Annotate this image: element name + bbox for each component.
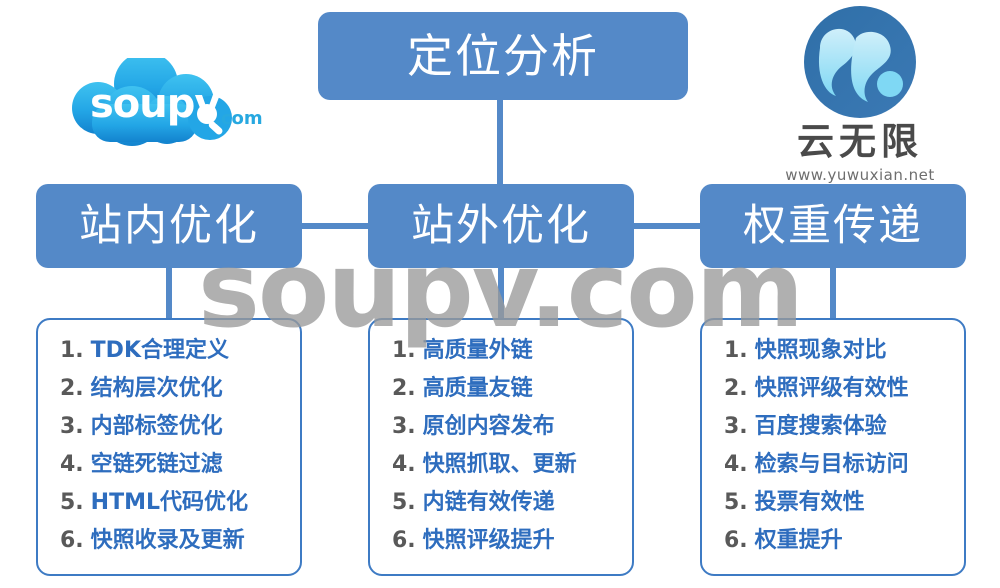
connector-center-to-list bbox=[498, 262, 504, 322]
list-item-number: 4. bbox=[60, 452, 84, 477]
list-item-number: 5. bbox=[724, 490, 748, 515]
connector-right-to-list bbox=[830, 262, 836, 322]
list-item-number: 1. bbox=[724, 338, 748, 363]
list-item-label: 快照收录及更新 bbox=[90, 528, 245, 553]
soupv-wordmark: soupv bbox=[90, 81, 220, 127]
list-item[interactable]: 6. 快照评级提升 bbox=[370, 522, 632, 560]
list-item-label: 快照评级提升 bbox=[422, 528, 555, 553]
list-item-label: 高质量外链 bbox=[422, 338, 533, 363]
yun-circle-icon bbox=[802, 4, 918, 120]
list-item[interactable]: 3. 百度搜索体验 bbox=[702, 408, 964, 446]
list-item-number: 2. bbox=[392, 376, 416, 401]
list-item-number: 2. bbox=[724, 376, 748, 401]
list-item[interactable]: 3. 原创内容发布 bbox=[370, 408, 632, 446]
list-item[interactable]: 1. 高质量外链 bbox=[370, 332, 632, 370]
list-item[interactable]: 4. 快照抓取、更新 bbox=[370, 446, 632, 484]
list-item[interactable]: 4. 空链死链过滤 bbox=[38, 446, 300, 484]
list-item-number: 6. bbox=[724, 528, 748, 553]
branch-list-weight: 1. 快照现象对比 2. 快照评级有效性 3. 百度搜索体验 4. 检索与目标访… bbox=[700, 318, 966, 576]
diagram-title-box[interactable]: 定位分析 bbox=[318, 12, 688, 100]
list-item-label: TDK合理定义 bbox=[90, 338, 229, 363]
list-item-number: 5. bbox=[60, 490, 84, 515]
yuwuxian-url: www.yuwuxian.net bbox=[785, 165, 935, 184]
list-item-number: 3. bbox=[392, 414, 416, 439]
list-item-label: 原创内容发布 bbox=[422, 414, 555, 439]
cloud-icon bbox=[72, 58, 232, 146]
list-item-label: HTML代码优化 bbox=[90, 490, 249, 515]
branch-list-offsite: 1. 高质量外链 2. 高质量友链 3. 原创内容发布 4. 快照抓取、更新 5… bbox=[368, 318, 634, 576]
list-item-number: 4. bbox=[392, 452, 416, 477]
list-item[interactable]: 3. 内部标签优化 bbox=[38, 408, 300, 446]
list-item[interactable]: 1. TDK合理定义 bbox=[38, 332, 300, 370]
list-item-number: 5. bbox=[392, 490, 416, 515]
list-item[interactable]: 5. HTML代码优化 bbox=[38, 484, 300, 522]
list-item[interactable]: 5. 内链有效传递 bbox=[370, 484, 632, 522]
soupv-suffix: .com bbox=[214, 108, 263, 129]
list-item-label: 快照评级有效性 bbox=[754, 376, 909, 401]
list-item-label: 快照现象对比 bbox=[754, 338, 887, 363]
list-item[interactable]: 4. 检索与目标访问 bbox=[702, 446, 964, 484]
list-item-number: 3. bbox=[724, 414, 748, 439]
magnifier-icon bbox=[188, 96, 232, 140]
branch-heading-offsite[interactable]: 站外优化 bbox=[368, 184, 634, 268]
list-item-label: 投票有效性 bbox=[754, 490, 865, 515]
list-item-label: 内部标签优化 bbox=[90, 414, 223, 439]
list-item-label: 检索与目标访问 bbox=[754, 452, 909, 477]
connector-title-to-center bbox=[497, 98, 503, 188]
branch-heading-label: 权重传递 bbox=[743, 200, 923, 251]
list-item-label: 内链有效传递 bbox=[422, 490, 555, 515]
list-item-number: 4. bbox=[724, 452, 748, 477]
list-item-number: 6. bbox=[392, 528, 416, 553]
list-item[interactable]: 5. 投票有效性 bbox=[702, 484, 964, 522]
list-item-number: 2. bbox=[60, 376, 84, 401]
branch-heading-onsite[interactable]: 站内优化 bbox=[36, 184, 302, 268]
connector-left-to-list bbox=[166, 262, 172, 322]
list-item[interactable]: 6. 快照收录及更新 bbox=[38, 522, 300, 560]
list-item-label: 快照抓取、更新 bbox=[422, 452, 577, 477]
list-item-label: 空链死链过滤 bbox=[90, 452, 223, 477]
soupv-logo: soupv .com bbox=[62, 58, 298, 166]
list-item-label: 百度搜索体验 bbox=[754, 414, 887, 439]
list-item-number: 1. bbox=[392, 338, 416, 363]
branch-list-onsite: 1. TDK合理定义 2. 结构层次优化 3. 内部标签优化 4. 空链死链过滤… bbox=[36, 318, 302, 576]
list-item[interactable]: 1. 快照现象对比 bbox=[702, 332, 964, 370]
diagram-title-text: 定位分析 bbox=[407, 29, 599, 83]
branch-heading-label: 站内优化 bbox=[79, 200, 259, 251]
list-item-number: 3. bbox=[60, 414, 84, 439]
list-item[interactable]: 2. 结构层次优化 bbox=[38, 370, 300, 408]
list-item-label: 权重提升 bbox=[754, 528, 843, 553]
list-item-label: 高质量友链 bbox=[422, 376, 533, 401]
yuwuxian-name: 云无限 bbox=[797, 120, 923, 163]
branch-heading-weight[interactable]: 权重传递 bbox=[700, 184, 966, 268]
list-item-number: 1. bbox=[60, 338, 84, 363]
list-item[interactable]: 2. 快照评级有效性 bbox=[702, 370, 964, 408]
list-item-label: 结构层次优化 bbox=[90, 376, 223, 401]
yuwuxian-logo: 云无限 www.yuwuxian.net bbox=[760, 4, 960, 184]
list-item[interactable]: 2. 高质量友链 bbox=[370, 370, 632, 408]
list-item[interactable]: 6. 权重提升 bbox=[702, 522, 964, 560]
list-item-number: 6. bbox=[60, 528, 84, 553]
branch-heading-label: 站外优化 bbox=[411, 200, 591, 251]
